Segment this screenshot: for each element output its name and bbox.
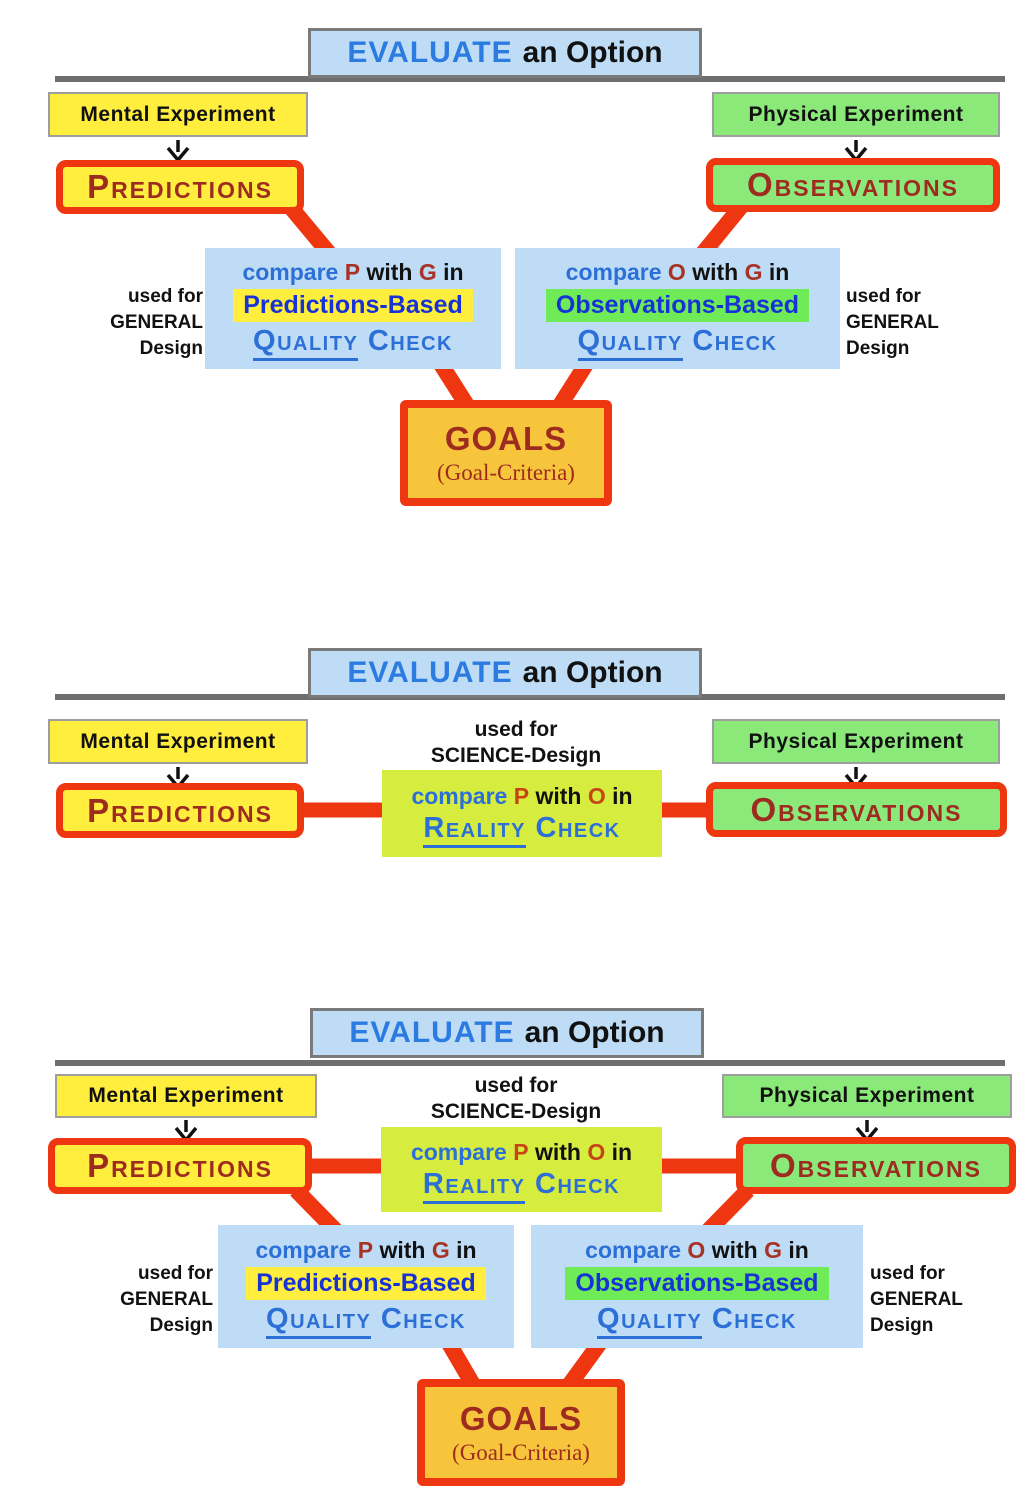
observations-quality-check-box: compare O with G in Observations-Based Q… xyxy=(515,248,840,369)
quality-check-label: Quality Check xyxy=(597,1303,797,1339)
used-for-general-design-note: used for GENERAL Design xyxy=(120,1263,213,1336)
page-title: EVALUATE an Option xyxy=(308,28,702,78)
an-option-text: an Option xyxy=(524,1016,665,1049)
predictions-quality-check-box: compare P with G in Predictions-Based Qu… xyxy=(218,1225,514,1348)
predictions-quality-check-box: compare P with G in Predictions-Based Qu… xyxy=(205,248,501,369)
reality-check-label: Reality Check xyxy=(422,1167,620,1204)
panel-1: EVALUATE an Option Mental Experiment Pre… xyxy=(0,0,1032,620)
compare-line: compare P with G in xyxy=(255,1237,477,1263)
observations-box: Observations xyxy=(706,782,1007,837)
compare-line: compare P with O in xyxy=(411,782,633,809)
physical-experiment-box: Physical Experiment xyxy=(722,1074,1012,1118)
used-for-general-design-note: used for GENERAL Design xyxy=(846,286,939,359)
observations-box: Observations xyxy=(706,158,1000,212)
reality-check-label: Reality Check xyxy=(423,811,620,848)
panel-3: EVALUATE an Option Mental Experiment use… xyxy=(0,990,1032,1512)
goals-label: GOALS xyxy=(444,420,568,457)
predictions-box: Predictions xyxy=(56,783,304,838)
observations-based-label: Observations-Based xyxy=(565,1267,829,1300)
mental-experiment-box: Mental Experiment xyxy=(55,1074,317,1118)
predictions-box: Predictions xyxy=(56,160,304,214)
goal-criteria-label: (Goal-Criteria) xyxy=(452,1439,590,1465)
used-for-science-design-note: used for SCIENCE-Design xyxy=(430,1074,602,1123)
an-option-text: an Option xyxy=(522,36,663,69)
compare-line: compare P with O in xyxy=(410,1138,633,1165)
divider-line xyxy=(55,76,1005,82)
divider-line xyxy=(55,1060,1005,1066)
reality-check-box: compare P with O in Reality Check xyxy=(382,770,662,857)
quality-check-label: Quality Check xyxy=(253,325,453,361)
evaluate-text: EVALUATE xyxy=(347,656,513,689)
compare-line: compare P with G in xyxy=(242,259,464,285)
physical-experiment-box: Physical Experiment xyxy=(712,92,1000,137)
observations-quality-check-box: compare O with G in Observations-Based Q… xyxy=(531,1225,863,1348)
quality-check-label: Quality Check xyxy=(266,1303,466,1339)
predictions-based-label: Predictions-Based xyxy=(246,1267,486,1300)
goals-box: GOALS (Goal-Criteria) xyxy=(417,1379,625,1486)
evaluate-text: EVALUATE xyxy=(349,1016,515,1049)
reality-check-box: compare P with O in Reality Check xyxy=(381,1127,662,1212)
mental-experiment-box: Mental Experiment xyxy=(48,719,308,764)
goals-label: GOALS xyxy=(459,1399,583,1437)
predictions-based-label: Predictions-Based xyxy=(233,289,473,322)
used-for-general-design-note: used for GENERAL Design xyxy=(110,286,203,359)
page-title: EVALUATE an Option xyxy=(308,648,702,698)
compare-line: compare O with G in xyxy=(565,259,790,285)
quality-check-label: Quality Check xyxy=(577,325,778,361)
used-for-science-design-note: used for SCIENCE-Design xyxy=(430,718,602,767)
mental-experiment-box: Mental Experiment xyxy=(48,92,308,137)
page-title: EVALUATE an Option xyxy=(310,1008,704,1058)
physical-experiment-box: Physical Experiment xyxy=(712,719,1000,764)
compare-line: compare O with G in xyxy=(585,1237,809,1263)
evaluate-text: EVALUATE xyxy=(347,36,513,69)
panel-2: EVALUATE an Option Mental Experiment use… xyxy=(0,620,1032,990)
goal-criteria-label: (Goal-Criteria) xyxy=(437,460,575,485)
an-option-text: an Option xyxy=(522,656,663,689)
used-for-general-design-note: used for GENERAL Design xyxy=(870,1263,963,1336)
observations-box: Observations xyxy=(736,1137,1016,1194)
down-arrow-icon xyxy=(166,140,190,162)
observations-based-label: Observations-Based xyxy=(545,289,810,322)
goals-box: GOALS (Goal-Criteria) xyxy=(400,400,612,506)
predictions-box: Predictions xyxy=(48,1138,312,1194)
